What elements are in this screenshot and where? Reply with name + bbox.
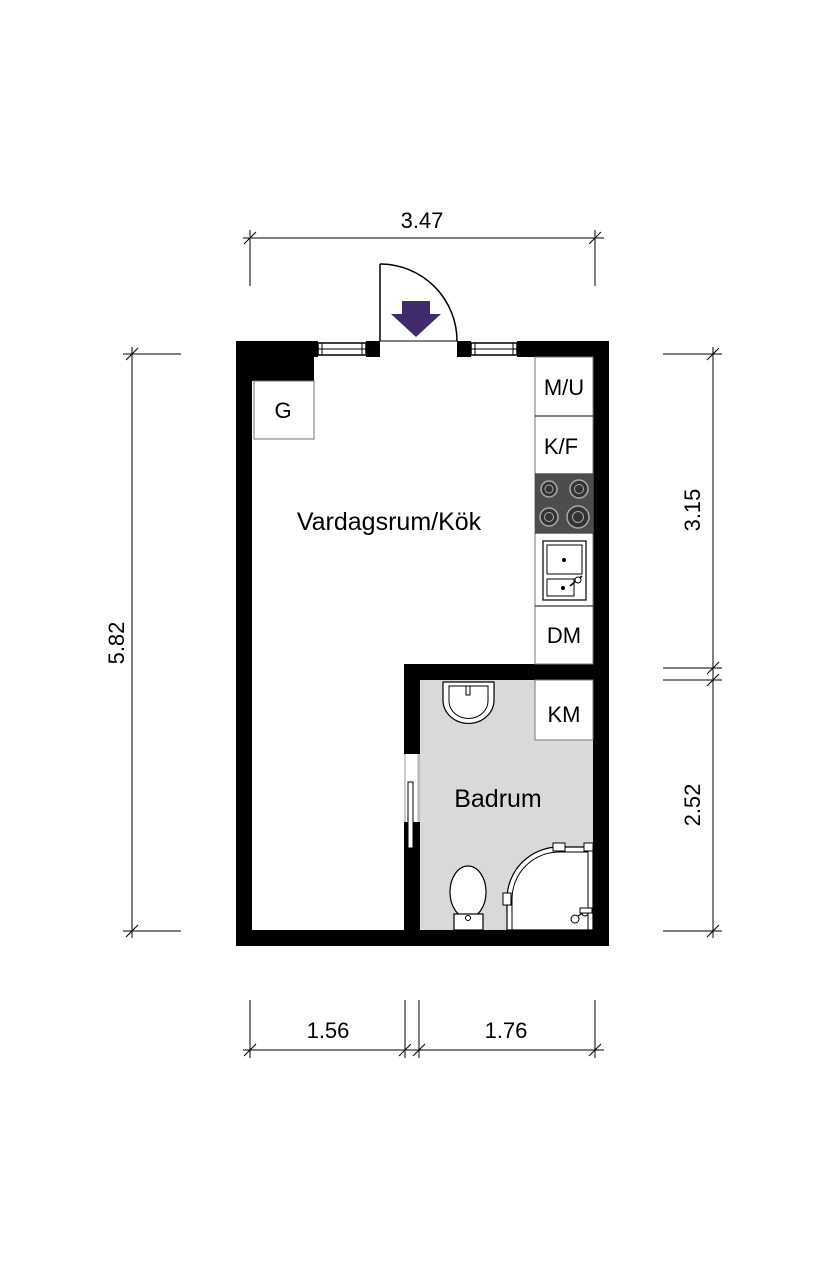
microwave-oven-label: M/U xyxy=(544,375,584,400)
dimension-top xyxy=(243,230,604,286)
dimension-left xyxy=(123,347,181,938)
washbasin xyxy=(442,681,495,725)
toilet xyxy=(449,865,487,931)
window-left xyxy=(317,342,367,356)
dimension-bottom-right-label: 1.76 xyxy=(485,1018,528,1043)
dimension-left-label: 5.82 xyxy=(104,622,129,665)
wardrobe-label: G xyxy=(274,398,291,423)
walls xyxy=(236,341,609,946)
dimension-bottom-left-label: 1.56 xyxy=(307,1018,350,1043)
bathroom-door xyxy=(404,754,420,849)
dimension-right xyxy=(663,347,722,938)
kitchen-sink xyxy=(542,540,587,601)
dimension-top-label: 3.47 xyxy=(401,208,444,233)
fridge-freezer-label: K/F xyxy=(544,434,578,459)
room-label-bathroom: Badrum xyxy=(454,785,542,813)
washing-machine-label: KM xyxy=(548,702,581,727)
washing-machine xyxy=(534,679,594,741)
dimension-bottom xyxy=(243,1000,604,1058)
room-label-living-kitchen: Vardagsrum/Kök xyxy=(297,508,482,536)
stove xyxy=(535,474,593,533)
window-right xyxy=(470,342,518,356)
dishwasher-label: DM xyxy=(547,623,581,648)
wardrobe xyxy=(253,380,315,440)
dimension-right-upper-label: 3.15 xyxy=(680,489,705,532)
entrance-arrow-icon xyxy=(391,301,441,337)
shower xyxy=(502,842,594,931)
dimension-right-lower-label: 2.52 xyxy=(680,784,705,827)
entrance-door xyxy=(379,263,458,342)
